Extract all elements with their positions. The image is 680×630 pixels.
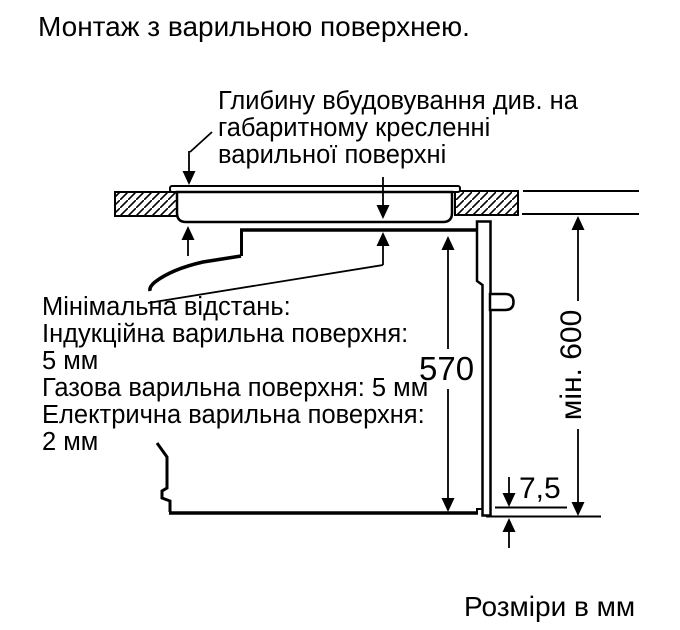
dimension-label-570: 570 bbox=[419, 350, 475, 387]
dimension-7-5 bbox=[486, 477, 601, 548]
oven-body-outline bbox=[148, 228, 478, 515]
dimension-label-min-600: мін. 600 bbox=[555, 309, 588, 421]
countertop-section-right bbox=[454, 190, 519, 216]
oven-door-handle bbox=[488, 292, 515, 312]
dimension-min-600 bbox=[571, 216, 585, 516]
countertop-section-left bbox=[114, 191, 178, 217]
units-note: Розміри в мм bbox=[464, 591, 636, 622]
oven-door-front bbox=[475, 220, 515, 517]
embed-depth-arrow bbox=[376, 177, 390, 219]
dimension-label-7-5: 7,5 bbox=[519, 472, 561, 505]
worktop-surface-lines bbox=[522, 190, 639, 215]
page-title: Монтаж з варильною поверхнею. bbox=[38, 11, 470, 42]
min-distance-leader-right bbox=[147, 232, 390, 304]
embed-depth-leader-left bbox=[182, 131, 213, 185]
min-distance-note: Мінімальна відстань: Індукційна варильна… bbox=[42, 293, 429, 456]
hob-outline bbox=[169, 185, 461, 224]
dimension-570 bbox=[441, 236, 455, 512]
min-distance-arrow-left bbox=[181, 226, 195, 256]
embed-depth-note: Глибину вбудовування див. на габаритному… bbox=[218, 87, 578, 169]
